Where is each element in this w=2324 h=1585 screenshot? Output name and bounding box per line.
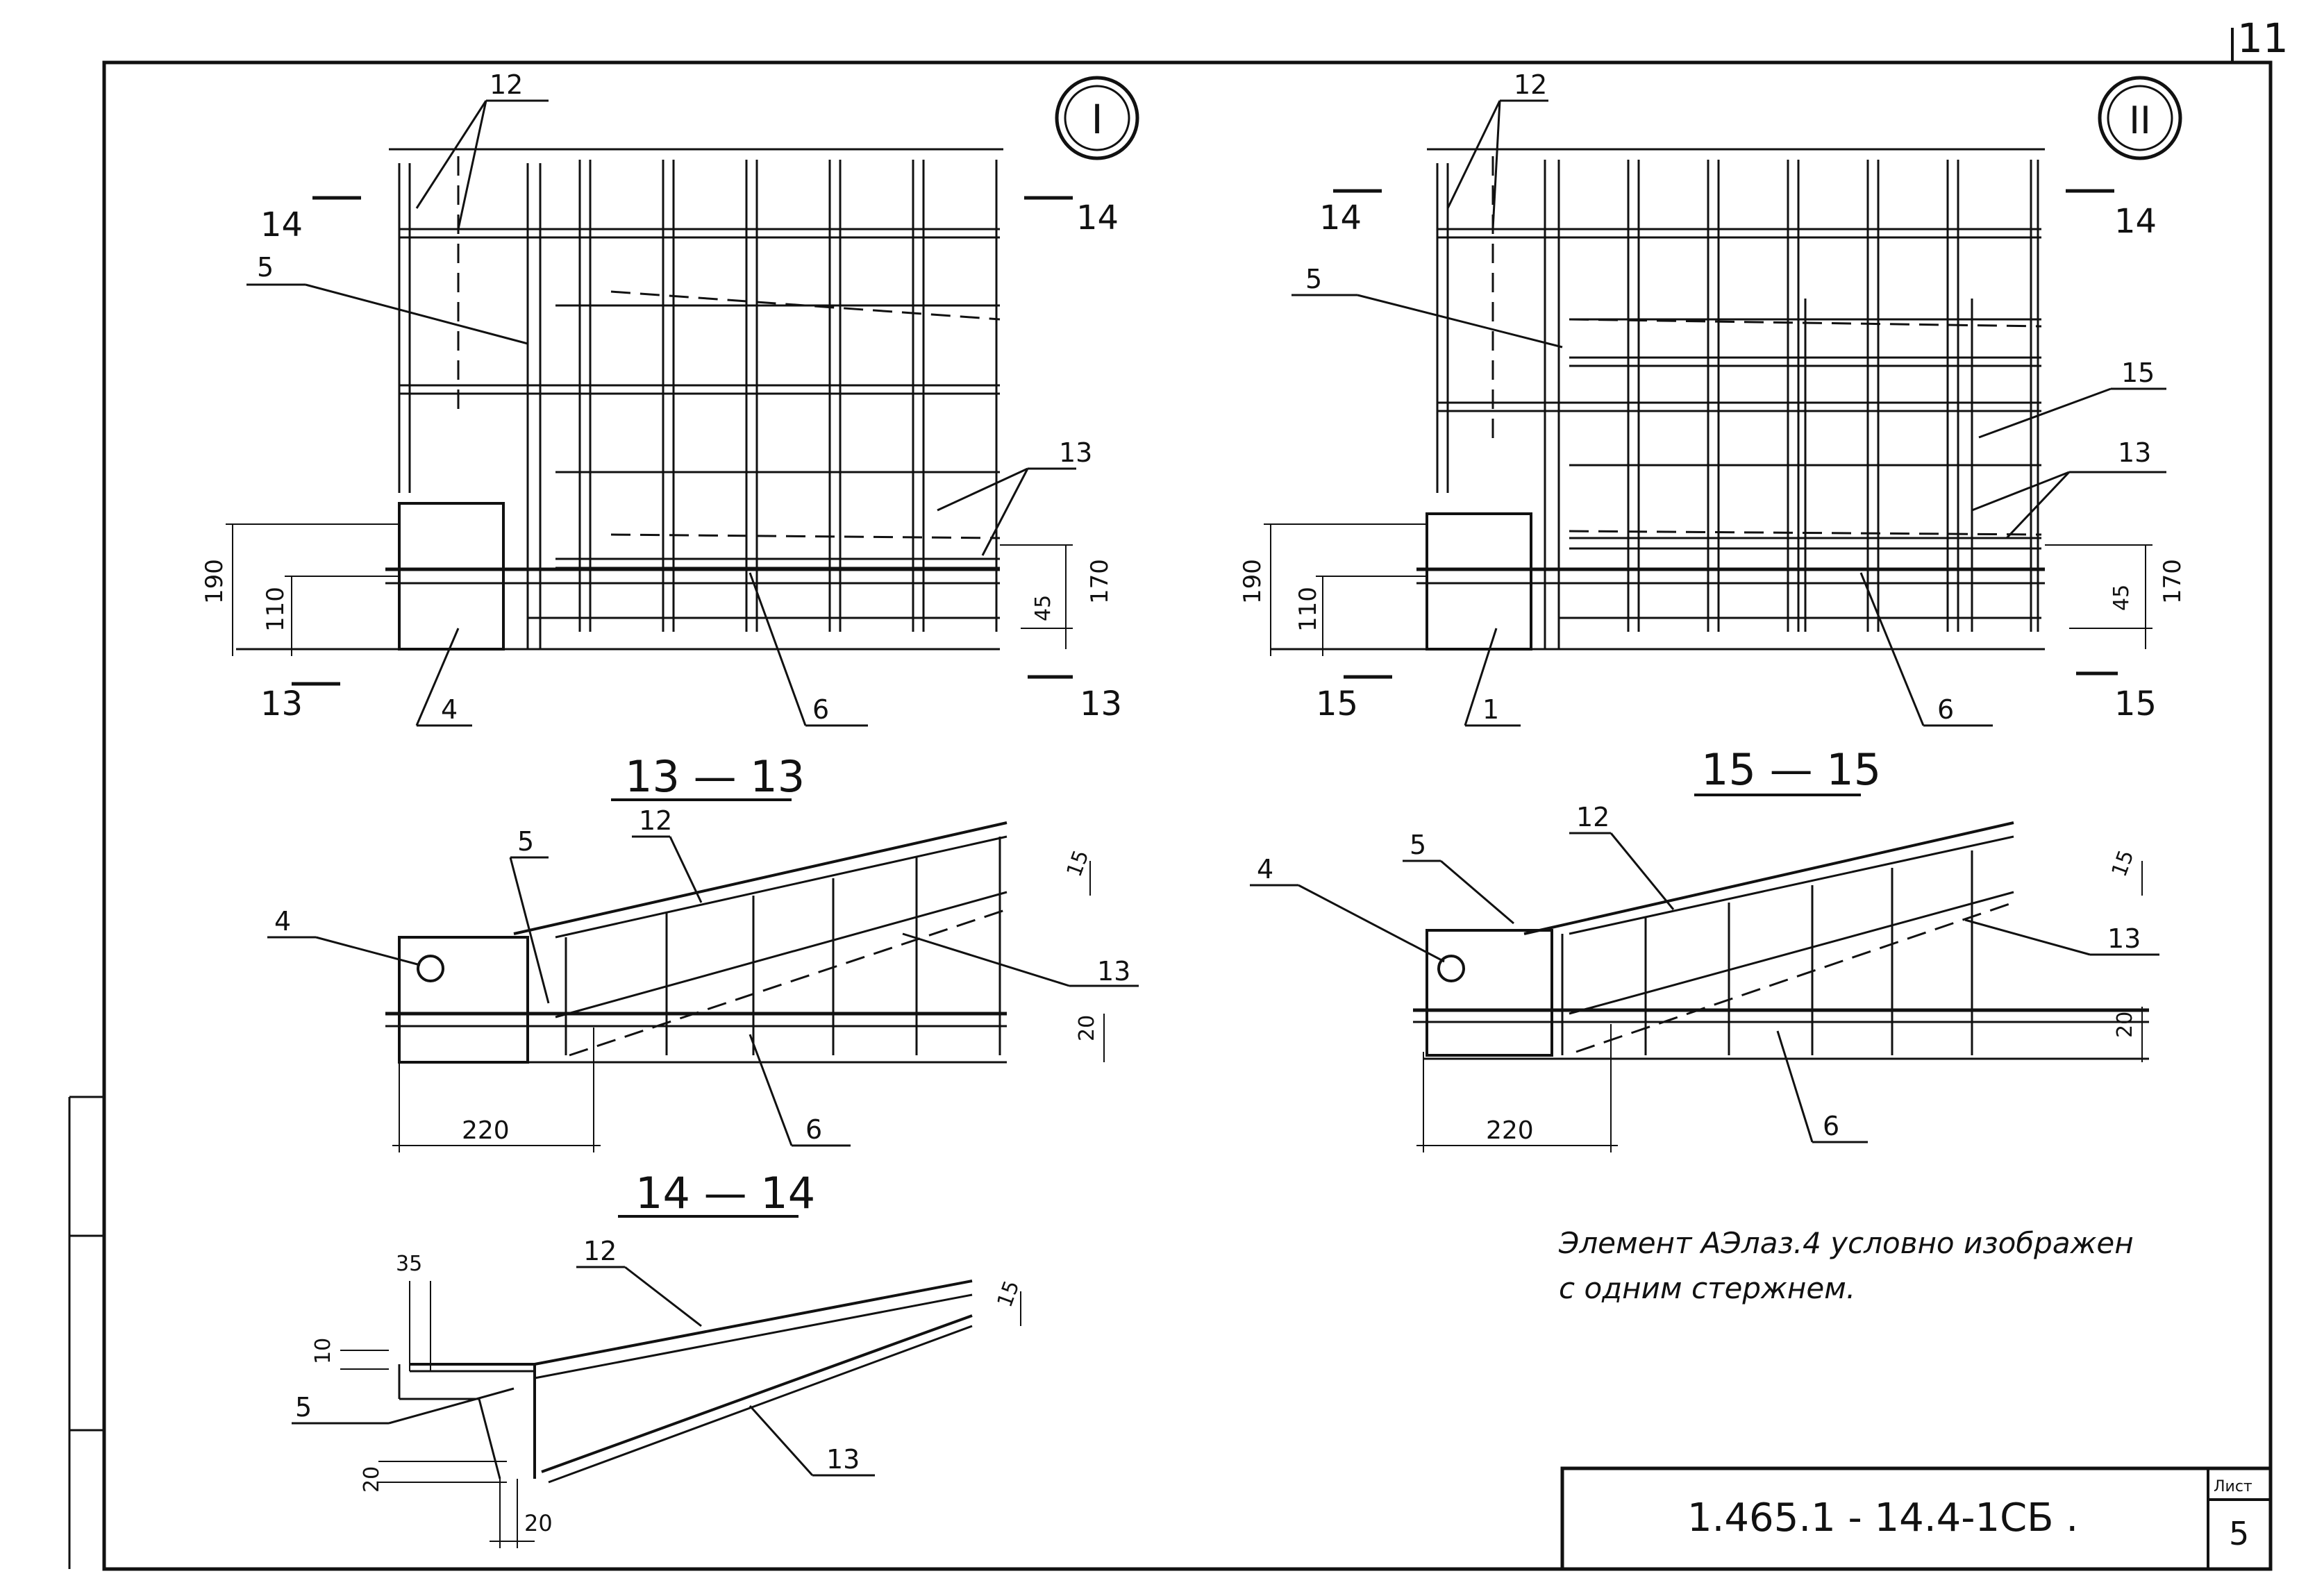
note-line-2: с одним стержнем. [1559, 1271, 1855, 1305]
node-1-callout-4: 4 [441, 694, 458, 725]
section-13-title: 13 — 13 [625, 751, 805, 802]
node-2-dim-190: 190 [1239, 559, 1267, 604]
section-15-dim-220: 220 [1486, 1116, 1534, 1145]
section-15-dim-20: 20 [2113, 1012, 2137, 1038]
section-15-callout-4: 4 [1257, 854, 1273, 884]
section-14-14: 14 — 14 35 10 20 20 15 12 5 13 [292, 1168, 1025, 1548]
node-1-elevation: I 14 [201, 69, 1139, 727]
section-15-callout-5: 5 [1410, 830, 1426, 860]
node-1-section-mark-14-left: 14 [260, 206, 303, 244]
corner-number: 11 [2237, 15, 2289, 62]
title-block: 1.465.1 - 14.4-1СБ . Лист 5 [1560, 1466, 2273, 1571]
node-1-vertical-rebars [398, 160, 998, 649]
section-15-dim-15: 15 [2107, 847, 2139, 880]
node-2-callout-5: 5 [1305, 264, 1322, 294]
node-1-horizontal-rebars [399, 228, 1000, 619]
node-1-dim-190: 190 [201, 559, 228, 604]
node-1-label: I [1091, 96, 1103, 143]
section-13-13: 13 — 13 220 15 20 4 5 [267, 751, 1139, 1152]
section-14-callout-5: 5 [295, 1392, 312, 1423]
section-13-callout-5: 5 [517, 826, 534, 857]
section-14-callout-12: 12 [583, 1236, 617, 1266]
node-2-callout-12: 12 [1514, 69, 1547, 100]
node-2-dim-110: 110 [1294, 587, 1322, 632]
node-1-section-mark-13-right: 13 [1080, 685, 1122, 723]
section-15-title: 15 — 15 [1701, 744, 1881, 795]
node-2-vertical-rebars [1436, 160, 2039, 649]
section-14-dim-35: 35 [396, 1252, 422, 1276]
node-2-callout-13: 13 [2118, 437, 2151, 468]
node-2-section-mark-15-left: 15 [1316, 685, 1358, 723]
node-1-callout-13: 13 [1059, 437, 1092, 468]
section-13-callout-12: 12 [639, 805, 672, 836]
section-13-dim-220: 220 [462, 1116, 510, 1145]
note-line-1: Элемент АЭлаз.4 условно изображен [1558, 1226, 2134, 1260]
section-13-ties [565, 837, 1001, 1055]
note: Элемент АЭлаз.4 условно изображен с одни… [1558, 1226, 2134, 1305]
section-14-dim-15: 15 [993, 1277, 1025, 1311]
node-2-callout-1: 1 [1482, 694, 1499, 725]
sheet-number: 5 [2229, 1515, 2249, 1552]
section-15-callout-13: 13 [2107, 923, 2141, 954]
node-1-dim-170: 170 [1086, 559, 1114, 604]
section-14-dim-20-horizontal: 20 [524, 1510, 553, 1536]
node-2-horizontal-rebars [1437, 228, 2041, 619]
node-1-dim-45: 45 [1031, 595, 1055, 621]
node-1-callout-6: 6 [812, 694, 829, 725]
node-2-dim-170: 170 [2159, 559, 2187, 604]
section-14-callout-13: 13 [826, 1444, 860, 1475]
document-code: 1.465.1 - 14.4-1СБ . [1687, 1495, 2078, 1541]
node-2-section-mark-14-left: 14 [1319, 199, 1362, 237]
node-2-section-mark-15-right: 15 [2114, 685, 2157, 723]
node-1-section-mark-14-right: 14 [1076, 199, 1119, 237]
node-2-callout-15: 15 [2121, 358, 2155, 388]
section-13-callout-4: 4 [274, 906, 291, 937]
node-1-section-mark-13-left: 13 [260, 685, 303, 723]
node-2-dim-45: 45 [2109, 585, 2134, 611]
section-14-dim-10: 10 [311, 1338, 335, 1364]
section-14-title: 14 — 14 [635, 1168, 815, 1218]
section-15-callout-12: 12 [1576, 802, 1610, 832]
node-1-callout-12: 12 [490, 69, 523, 100]
section-14-dim-20-vertical: 20 [360, 1466, 384, 1493]
section-15-callout-6: 6 [1823, 1111, 1839, 1141]
node-2-section-mark-14-right: 14 [2114, 202, 2157, 241]
section-13-callout-6: 6 [805, 1114, 822, 1145]
sheet-frame: 11 [68, 15, 2289, 1571]
node-2-label: II [2129, 99, 2151, 142]
section-13-dim-15: 15 [1062, 847, 1094, 880]
node-1-dim-110: 110 [262, 587, 290, 632]
sheet-label: Лист [2214, 1478, 2252, 1495]
node-2-elevation: II 1 [1239, 69, 2187, 727]
section-13-dim-20: 20 [1075, 1015, 1099, 1041]
node-1-callout-5: 5 [257, 252, 274, 283]
section-15-ties [1561, 850, 1973, 1055]
section-13-callout-13: 13 [1097, 956, 1130, 987]
section-15-15: 15 — 15 220 15 20 4 5 [1250, 744, 2159, 1152]
node-2-callout-6: 6 [1937, 694, 1954, 725]
